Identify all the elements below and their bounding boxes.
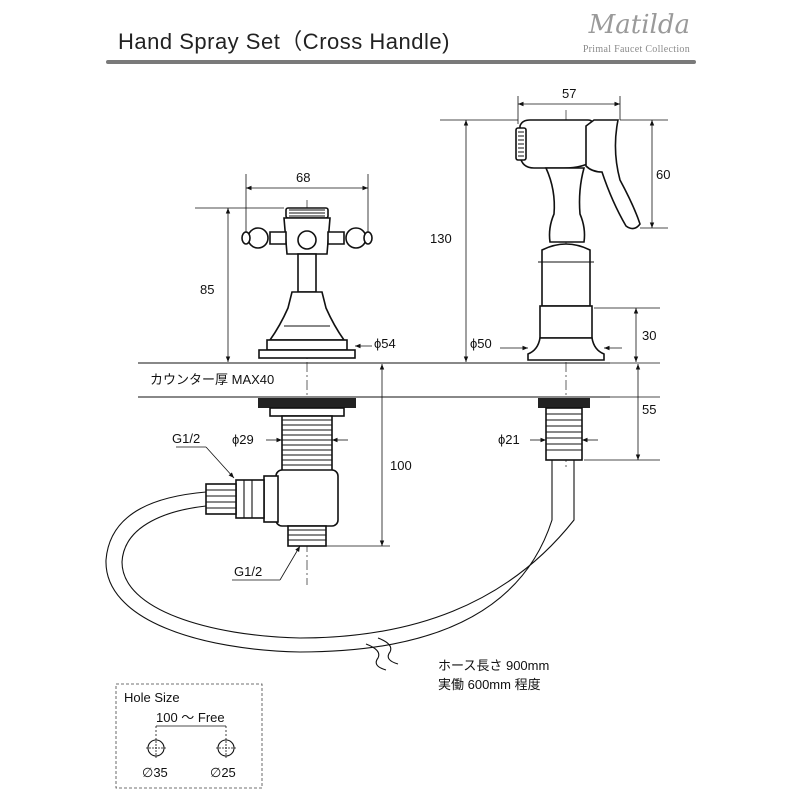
- dim-label-phi21: ϕ21: [498, 432, 520, 447]
- dim-label-130: 130: [430, 231, 452, 246]
- outlet-thread-label: G1/2: [232, 545, 301, 581]
- hole-25-label: ∅25: [210, 765, 236, 780]
- dim-label-55: 55: [642, 402, 656, 417]
- inlet-thread-label: G1/2: [172, 431, 235, 479]
- cross-handle-valve: [205, 200, 373, 585]
- dim-sprayer-thread: ϕ21: [498, 432, 598, 447]
- hose: [105, 460, 575, 671]
- dim-label-60: 60: [656, 167, 670, 182]
- hose-length-note: ホース長さ 900mm: [438, 658, 549, 673]
- dim-sprayer-base: 30: [594, 307, 660, 362]
- dim-valve-height: 85: [195, 207, 284, 362]
- dim-sprayer-base-dia: ϕ50: [470, 336, 622, 351]
- hose-effective-note: 実働 600mm 程度: [438, 677, 541, 692]
- dim-sprayer-head: 60: [620, 119, 670, 229]
- hole-size-box: Hole Size 100 〜 Free ∅35 ∅25: [115, 683, 263, 789]
- dim-valve-base: ϕ54: [355, 336, 396, 351]
- dim-sprayer-shank: 55: [584, 364, 660, 461]
- dim-label-57: 57: [562, 86, 576, 101]
- dim-label-85: 85: [200, 282, 214, 297]
- hand-sprayer: [515, 110, 641, 470]
- dim-shank-length: 100: [326, 364, 412, 547]
- page-title: Hand Spray Set（Cross Handle): [118, 29, 450, 54]
- dim-label-phi50: ϕ50: [470, 336, 492, 351]
- counter-thickness-note: カウンター厚 MAX40: [150, 372, 274, 387]
- dim-label-g12-outlet: G1/2: [234, 564, 262, 579]
- dim-sprayer-height: 130: [430, 119, 518, 362]
- hole-35-label: ∅35: [142, 765, 168, 780]
- dim-label-phi54: ϕ54: [374, 336, 396, 351]
- brand-logo: Matilda: [588, 10, 690, 40]
- dim-sprayer-width: 57: [517, 86, 621, 124]
- dim-label-phi29: ϕ29: [232, 432, 254, 447]
- dim-label-g12-inlet: G1/2: [172, 431, 200, 446]
- header: Hand Spray Set（Cross Handle) Matilda Pri…: [0, 0, 800, 70]
- hole-spacing-label: 100 〜 Free: [156, 710, 225, 725]
- brand-tagline: Primal Faucet Collection: [582, 44, 690, 55]
- dim-valve-width: 68: [245, 170, 369, 232]
- dim-body-thread: ϕ29: [232, 432, 348, 447]
- dim-label-68: 68: [296, 170, 310, 185]
- hole-size-title: Hole Size: [124, 690, 180, 705]
- dim-label-30: 30: [642, 328, 656, 343]
- counter-surface: [138, 362, 660, 398]
- dim-label-100: 100: [390, 458, 412, 473]
- header-rule: [106, 60, 696, 64]
